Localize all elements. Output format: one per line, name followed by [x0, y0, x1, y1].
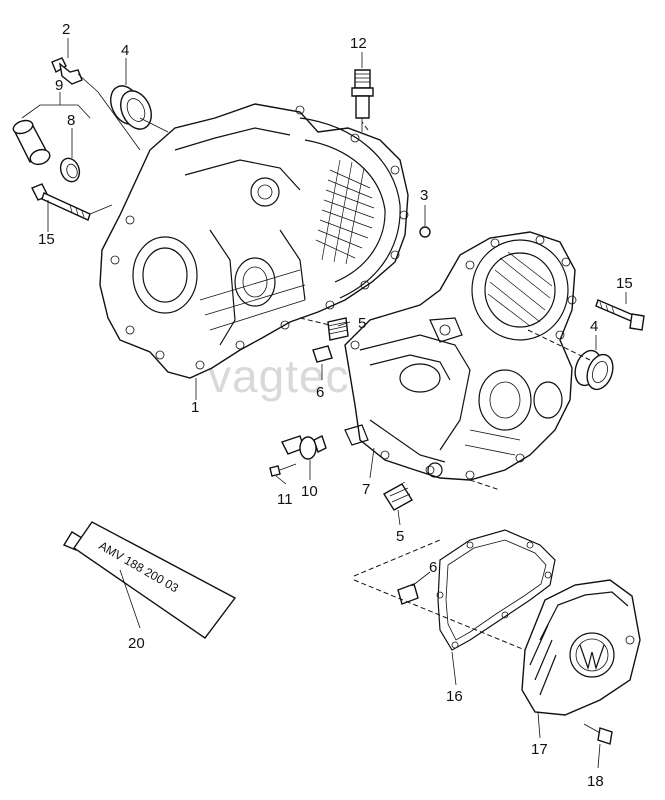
- callout-5-upper: 5: [358, 315, 366, 332]
- bolt-part-15-right: [595, 299, 645, 331]
- callout-3: 3: [420, 187, 428, 204]
- gasket-part-16: [436, 529, 556, 651]
- block-part-6-upper: [312, 345, 333, 363]
- callout-2: 2: [62, 21, 70, 38]
- ring-part-8: [59, 157, 81, 183]
- callout-8: 8: [67, 112, 75, 129]
- callout-4-right: 4: [590, 318, 598, 335]
- block-part-6-lower: [397, 583, 419, 605]
- callout-10: 10: [301, 483, 318, 500]
- callout-20: 20: [128, 635, 145, 652]
- spring-part-5-lower: [383, 481, 413, 511]
- spring-part-5-upper: [327, 317, 349, 341]
- callout-11: 11: [277, 491, 293, 508]
- cover-part-17: [521, 579, 641, 716]
- callout-16: 16: [446, 688, 463, 705]
- ring-part-4-right: [574, 349, 614, 391]
- sensor-part-10: [281, 435, 327, 460]
- callout-labels: 2 4 9 8 15 12 3 5 6 1 15 4 10 11 7 5 6 1…: [38, 21, 633, 790]
- bolt-part-15-left: [31, 183, 91, 221]
- screw-part-11: [269, 463, 297, 477]
- sealant-tube-part-20: AMV 188 200 03: [62, 521, 237, 639]
- callout-17: 17: [531, 741, 548, 758]
- callout-1: 1: [191, 399, 199, 416]
- callout-6-lower: 6: [429, 559, 437, 576]
- callout-15-right: 15: [616, 275, 633, 292]
- bolt-part-18: [583, 723, 613, 745]
- callout-4-upper: 4: [121, 42, 129, 59]
- callout-7: 7: [362, 481, 370, 498]
- gearbox-housing-part-7: [344, 231, 577, 481]
- gearbox-housing-part-1: [99, 103, 409, 379]
- bolt-part-2: [51, 57, 99, 93]
- sleeve-part-9: [12, 119, 51, 166]
- leader-lines: [21, 38, 627, 769]
- callout-15-left: 15: [38, 231, 55, 248]
- plug-part-3: [419, 226, 431, 238]
- callout-18: 18: [587, 773, 604, 790]
- ring-part-4-upper: [110, 85, 152, 130]
- callout-5-lower: 5: [396, 528, 404, 545]
- callout-9: 9: [55, 77, 63, 94]
- callout-12: 12: [350, 35, 367, 52]
- stud-part-12: [351, 69, 374, 119]
- callout-6-upper: 6: [316, 384, 324, 401]
